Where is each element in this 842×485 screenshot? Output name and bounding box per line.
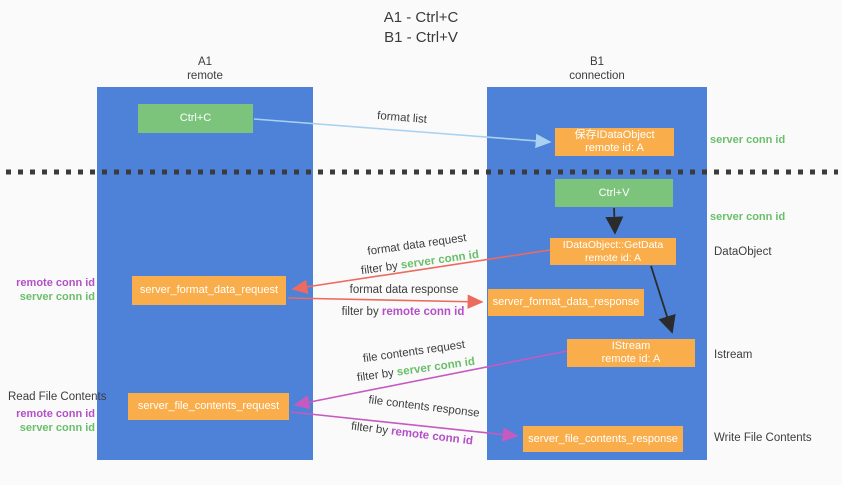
annotation-server-conn-id-mid: server conn id xyxy=(710,211,786,223)
node-server-format-data-request: server_format_data_request xyxy=(132,276,286,305)
server-conn-id-label: server conn id xyxy=(19,421,95,434)
server-conn-id-text: server conn id xyxy=(400,248,480,272)
remote-conn-id-text: remote conn id xyxy=(381,306,465,318)
node-istream: IStream remote id: A xyxy=(567,339,695,367)
node-getdata-line1: IDataObject::GetData xyxy=(562,239,664,251)
lane-b1-role: connection xyxy=(569,70,625,82)
lane-header-a1: A1 remote xyxy=(97,55,313,83)
remote-conn-id-label: remote conn id xyxy=(16,277,95,289)
server-conn-id-text: server conn id xyxy=(396,355,476,379)
node-format-request-label: server_format_data_request xyxy=(139,284,279,296)
annotation-conn-ids-file: remote conn id server conn id xyxy=(8,408,95,435)
lane-a1-name: A1 xyxy=(197,56,213,68)
node-save-idataobject-line2: remote id: A xyxy=(585,142,644,154)
node-ctrl-c-label: Ctrl+C xyxy=(179,112,212,124)
node-format-response-label: server_format_data_response xyxy=(492,296,640,308)
node-istream-line1: IStream xyxy=(611,340,651,352)
filter-by-text: filter by xyxy=(350,420,389,437)
annotation-write-file-contents: Write File Contents xyxy=(714,432,812,444)
lane-a1-role: remote xyxy=(187,70,223,82)
remote-conn-id-label: remote conn id xyxy=(16,408,95,420)
node-istream-line2: remote id: A xyxy=(601,353,661,365)
node-ctrl-v: Ctrl+V xyxy=(555,179,673,207)
annotation-server-conn-id-top: server conn id xyxy=(710,134,786,146)
node-save-idataobject-line1: 保存IDataObject xyxy=(574,129,655,141)
node-file-response-label: server_file_contents_response xyxy=(528,432,678,445)
label-format-data-response: format data response xyxy=(349,284,459,296)
node-getdata-line2: remote id: A xyxy=(584,251,642,264)
title-line-2: B1 - Ctrl+V xyxy=(384,29,458,46)
diagram-title: A1 - Ctrl+C B1 - Ctrl+V xyxy=(0,8,842,48)
annotation-conn-ids-format: remote conn id server conn id xyxy=(8,277,95,304)
annotation-istream: Istream xyxy=(714,349,753,361)
annotation-dataobject: DataObject xyxy=(714,246,772,258)
node-ctrl-v-label: Ctrl+V xyxy=(598,186,630,199)
node-server-format-data-response: server_format_data_response xyxy=(488,289,644,316)
node-ctrl-c: Ctrl+C xyxy=(138,104,253,133)
filter-by-text: filter by xyxy=(356,367,395,385)
label-file-contents-response: file contents response xyxy=(367,394,481,420)
lane-header-b1: B1 connection xyxy=(487,55,707,83)
node-save-idataobject: 保存IDataObject remote id: A xyxy=(555,128,674,156)
label-format-list: format list xyxy=(376,110,428,126)
server-conn-id-label: server conn id xyxy=(19,290,95,303)
annotation-read-file-contents: Read File Contents xyxy=(8,391,107,403)
node-file-request-label: server_file_contents_request xyxy=(137,400,280,412)
remote-conn-id-text: remote conn id xyxy=(390,425,474,448)
label-filter-by-remote-conn-id-2: filter by remote conn id xyxy=(350,421,473,448)
node-server-file-contents-request: server_file_contents_request xyxy=(128,393,289,420)
node-server-file-contents-response: server_file_contents_response xyxy=(523,426,683,452)
lane-b1-name: B1 xyxy=(589,56,605,68)
title-line-1: A1 - Ctrl+C xyxy=(383,9,459,26)
arrow-format-data-response xyxy=(287,294,484,309)
filter-by-text: filter by xyxy=(341,306,379,318)
filter-by-text: filter by xyxy=(360,260,399,278)
node-idataobject-getdata: IDataObject::GetData remote id: A xyxy=(550,238,676,265)
label-filter-by-remote-conn-id-1: filter by remote conn id xyxy=(342,306,465,318)
